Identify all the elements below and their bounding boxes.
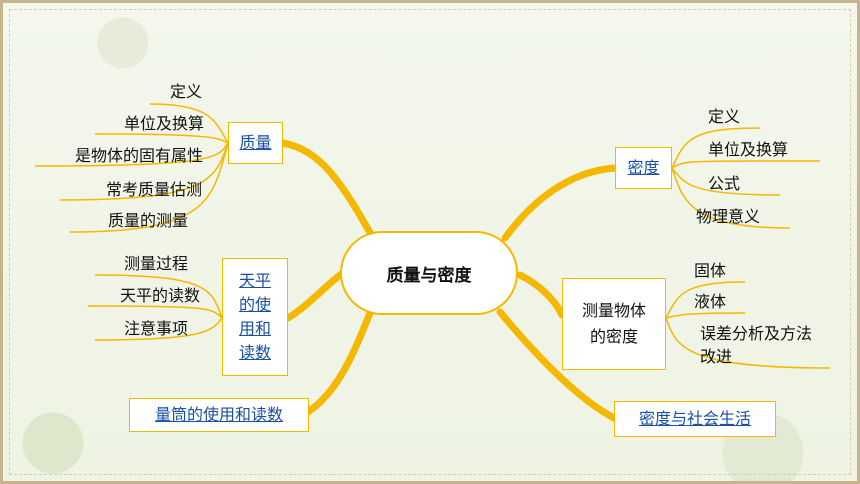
topic-cylinder[interactable]: 量筒的使用和读数 (129, 398, 309, 432)
branch-cylinder (304, 304, 376, 416)
central-topic: 质量与密度 (340, 231, 518, 315)
mass-item-estimate: 常考质量估测 (105, 180, 202, 199)
balance-item-process: 测量过程 (123, 254, 188, 273)
topic-measure-density-label: 测量物体的密度 (581, 301, 646, 346)
density-item-formula: 公式 (708, 174, 741, 193)
branch-mass (279, 139, 376, 240)
topic-measure-density: 测量物体的密度 (562, 278, 666, 370)
topic-society[interactable]: 密度与社会生活 (614, 401, 776, 437)
mass-item-unit: 单位及换算 (123, 114, 204, 133)
balance-item-notes: 注意事项 (123, 319, 188, 338)
topic-balance[interactable]: 天平的使用和读数 (222, 258, 288, 376)
density-item-meaning: 物理意义 (696, 207, 761, 226)
topic-balance-label[interactable]: 天平的使用和读数 (238, 271, 271, 362)
branch-density (501, 164, 620, 242)
branch-measure (516, 271, 566, 319)
topic-mass[interactable]: 质量 (228, 122, 283, 164)
mass-item-measure: 质量的测量 (107, 211, 188, 230)
balance-leaf-lines (87, 274, 223, 341)
mass-leaf-lines (34, 103, 229, 233)
density-item-unit: 单位及换算 (708, 140, 789, 159)
mass-item-property: 是物体的固有属性 (74, 146, 203, 165)
measure-item-liquid: 液体 (694, 292, 727, 311)
topic-density[interactable]: 密度 (615, 147, 672, 189)
mass-item-definition: 定义 (169, 82, 202, 101)
measure-item-error: 误差分析及方法改进 (700, 324, 813, 366)
density-leaf-lines (671, 127, 821, 229)
balance-item-reading: 天平的读数 (119, 286, 200, 305)
branch-society (496, 308, 618, 422)
density-item-definition: 定义 (708, 107, 741, 126)
measure-item-solid: 固体 (694, 261, 727, 280)
measure-leaf-lines (665, 281, 831, 369)
